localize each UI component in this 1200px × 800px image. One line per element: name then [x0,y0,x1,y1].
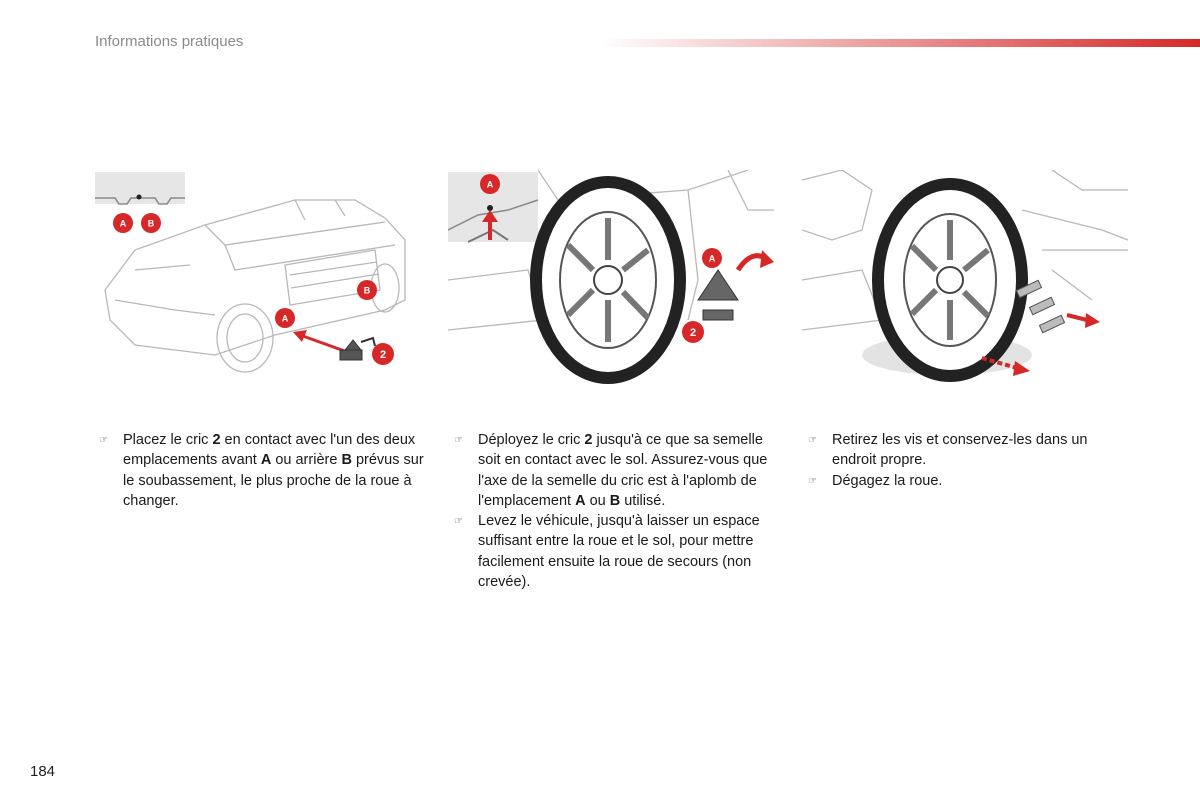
instruction-column-3: ☞ Retirez les vis et conservez-les dans … [804,430,1124,491]
svg-text:B: B [148,219,155,229]
marker-a: A [702,248,722,268]
header-title: Informations pratiques [95,33,244,50]
svg-text:2: 2 [690,327,696,339]
figure-jack-deployed: A A 2 [448,170,774,390]
svg-text:A: A [120,219,127,229]
instruction-item: ☞ Levez le véhicule, jusqu'à laisser un … [454,513,760,591]
instruction-item: ☞ Placez le cric 2 en contact avec l'un … [99,432,424,509]
marker-jack-2: 2 [682,321,704,343]
svg-text:B: B [364,286,371,296]
figure-car-jack-points: A B A B 2 [95,170,425,390]
pointing-hand-icon: ☞ [808,435,817,446]
instruction-column-1: ☞ Placez le cric 2 en contact avec l'un … [95,430,425,511]
instruction-item: ☞ Déployez le cric 2 jusqu'à ce que sa s… [454,432,768,509]
svg-text:A: A [487,180,494,190]
pointing-hand-icon: ☞ [454,516,463,528]
svg-text:2: 2 [380,349,386,361]
marker-a: A [480,174,500,194]
figure-remove-wheel [802,170,1128,390]
pointing-hand-icon: ☞ [454,435,463,446]
page-number: 184 [30,763,56,780]
marker-a: A [275,308,295,328]
svg-text:A: A [282,314,289,324]
instruction-column-2: ☞ Déployez le cric 2 jusqu'à ce que sa s… [450,430,770,592]
header-accent-bar [600,39,1200,47]
pointing-hand-icon: ☞ [808,475,817,487]
svg-text:A: A [709,254,716,264]
marker-b: B [357,280,377,300]
instruction-item: ☞ Dégagez la roue. [804,471,1124,491]
pointing-hand-icon: ☞ [99,435,108,446]
marker-b: B [141,213,161,233]
instruction-item: ☞ Retirez les vis et conservez-les dans … [808,432,1088,469]
marker-a: A [113,213,133,233]
marker-jack-2: 2 [372,343,394,365]
